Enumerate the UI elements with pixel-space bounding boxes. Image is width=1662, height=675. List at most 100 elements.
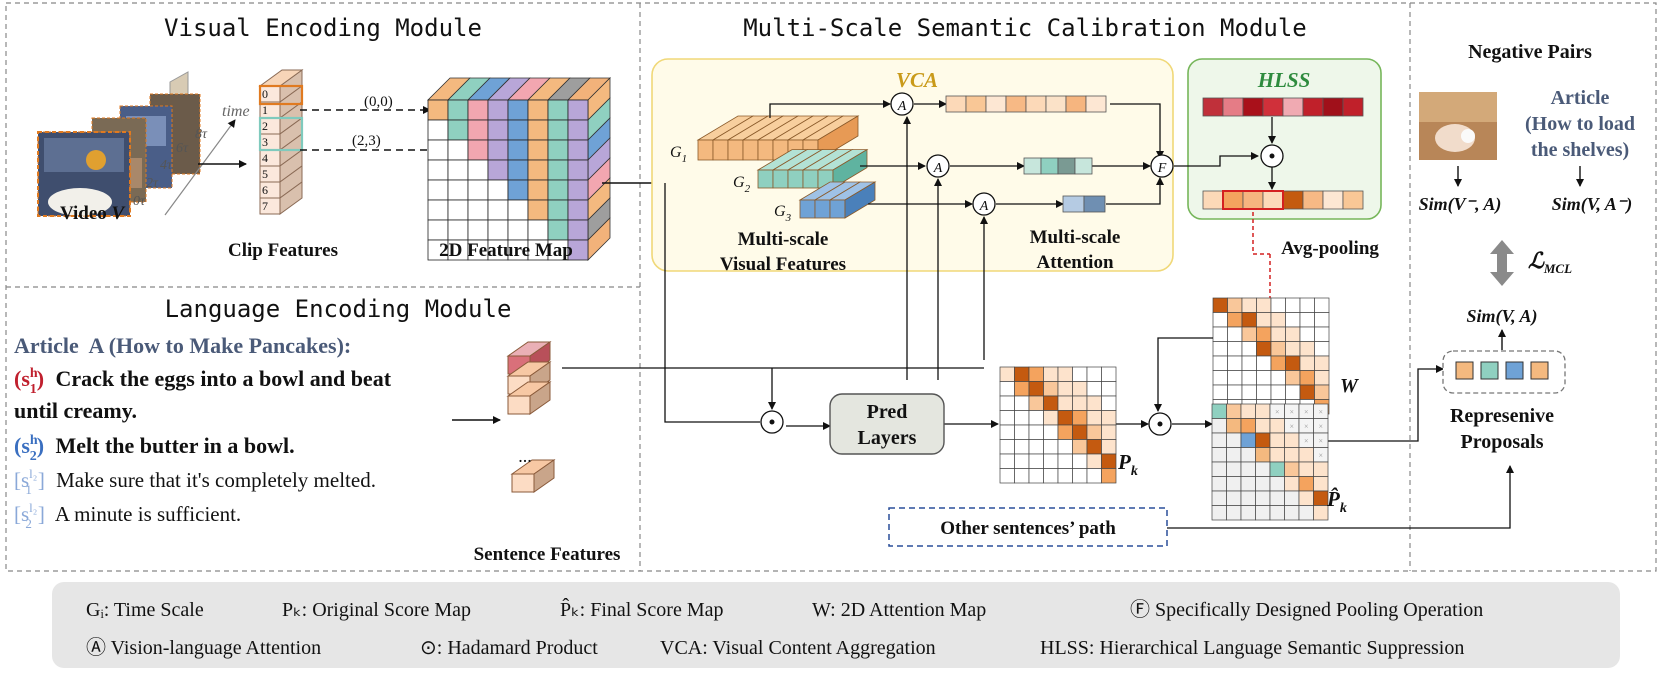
grid-cell <box>1212 326 1228 342</box>
grid-cell <box>1299 297 1315 313</box>
map-front-cell <box>527 179 549 201</box>
proposal-cell <box>1455 361 1474 380</box>
vector-cell <box>1065 95 1087 113</box>
time-axis <box>164 119 236 216</box>
masked-cell: × <box>1304 407 1309 416</box>
grid-cell <box>1270 341 1286 357</box>
grid-cell <box>1212 297 1228 313</box>
video-frames <box>37 71 201 217</box>
vector-cell <box>1057 157 1076 175</box>
grid-cell <box>1072 381 1088 397</box>
vector-cell <box>1342 190 1364 210</box>
vector-cell <box>1074 157 1093 175</box>
vector-cell <box>1242 97 1264 117</box>
map-front-cell <box>427 159 449 181</box>
map-front-cell <box>527 159 549 181</box>
vector-cell <box>1342 97 1364 117</box>
grid-cell <box>1284 505 1300 521</box>
grid-cell <box>1028 439 1044 455</box>
legend-row-1: Gᵢ: Time Scale Pₖ: Original Score Map P̂… <box>86 597 1483 621</box>
grid-cell <box>1014 453 1030 469</box>
vector-cell <box>965 95 987 113</box>
grid-cell <box>1270 326 1286 342</box>
vector-cell <box>1025 95 1047 113</box>
map-front-cell <box>467 199 489 221</box>
grid-cell <box>1043 453 1059 469</box>
svg-text:A: A <box>897 99 907 114</box>
grid-cell <box>1255 505 1271 521</box>
map-front-cell <box>427 119 449 141</box>
vector-cell <box>1282 97 1304 117</box>
vector-cell <box>1062 195 1085 213</box>
grid-cell <box>1240 403 1256 419</box>
grid-cell <box>1255 476 1271 492</box>
bar-cell <box>829 199 846 219</box>
grid-cell <box>1086 453 1102 469</box>
vector-cell <box>1222 97 1244 117</box>
map-front-cell <box>427 179 449 201</box>
grid-cell <box>999 381 1015 397</box>
negative-pairs-title: Negative Pairs <box>1468 41 1592 63</box>
grid-cell <box>1299 370 1315 386</box>
pooling-node: F <box>1150 154 1174 178</box>
grid-cell <box>1241 326 1257 342</box>
vector-cell <box>1282 190 1304 210</box>
hadamard-node-final <box>1148 412 1172 436</box>
vector-cell <box>1322 190 1344 210</box>
bar-cell <box>727 139 744 161</box>
grid-cell <box>1057 453 1073 469</box>
vector-cell <box>1242 190 1264 210</box>
attn-vector-2 <box>1023 157 1093 175</box>
grid-cell <box>1255 447 1271 463</box>
clip-features-stack <box>258 69 304 215</box>
grid-cell <box>1226 461 1242 477</box>
sentence-side <box>529 381 551 415</box>
map-front-cell <box>567 99 589 121</box>
feature-map-2d <box>427 77 611 261</box>
map-front-cell <box>547 179 569 201</box>
vector-cell <box>1262 97 1284 117</box>
grid-cell <box>1057 395 1073 411</box>
bar-cell <box>787 169 804 189</box>
grid-cell <box>1227 341 1243 357</box>
grid-cell <box>999 410 1015 426</box>
grid-cell <box>1241 355 1257 371</box>
grid-cell <box>1101 468 1117 484</box>
grid-cell <box>1028 395 1044 411</box>
loss-double-arrow <box>1490 240 1514 286</box>
clip-index: 4 <box>262 151 268 165</box>
grid-cell <box>1212 384 1228 400</box>
map-front-cell <box>447 99 469 121</box>
attn-vector-3 <box>1062 195 1106 213</box>
grid-cell <box>1086 468 1102 484</box>
map-front-cell <box>467 159 489 181</box>
grid-cell <box>1014 395 1030 411</box>
grid-cell <box>1028 468 1044 484</box>
grid-cell <box>1101 381 1117 397</box>
vector-cell <box>1085 95 1107 113</box>
time-ticks: 0τ 2τ 4τ 6τ 8τ <box>133 127 208 209</box>
grid-cell <box>1240 476 1256 492</box>
attention-node-2: A <box>926 154 950 178</box>
grid-cell <box>1269 476 1285 492</box>
grid-cell <box>1028 381 1044 397</box>
hlss-red-vector <box>1202 97 1364 117</box>
sim-neg-article: Sim(V, A⁻) <box>1552 194 1633 215</box>
g3-bar <box>798 181 877 219</box>
grid-cell <box>1212 341 1228 357</box>
grid-cell <box>999 366 1015 382</box>
grid-cell <box>1211 418 1227 434</box>
grid-cell <box>1285 370 1301 386</box>
masked-cell: × <box>1275 407 1280 416</box>
grid-cell <box>1227 384 1243 400</box>
grid-cell <box>1256 355 1272 371</box>
pred-line2: Layers <box>858 427 917 449</box>
grid-cell <box>1299 312 1315 328</box>
sentence-features-label: Sentence Features <box>474 544 621 565</box>
other-path-box <box>888 507 1168 547</box>
bar-cell <box>799 199 816 219</box>
grid-cell <box>1298 505 1314 521</box>
grid-cell <box>1211 432 1227 448</box>
grid-cell <box>1269 418 1285 434</box>
